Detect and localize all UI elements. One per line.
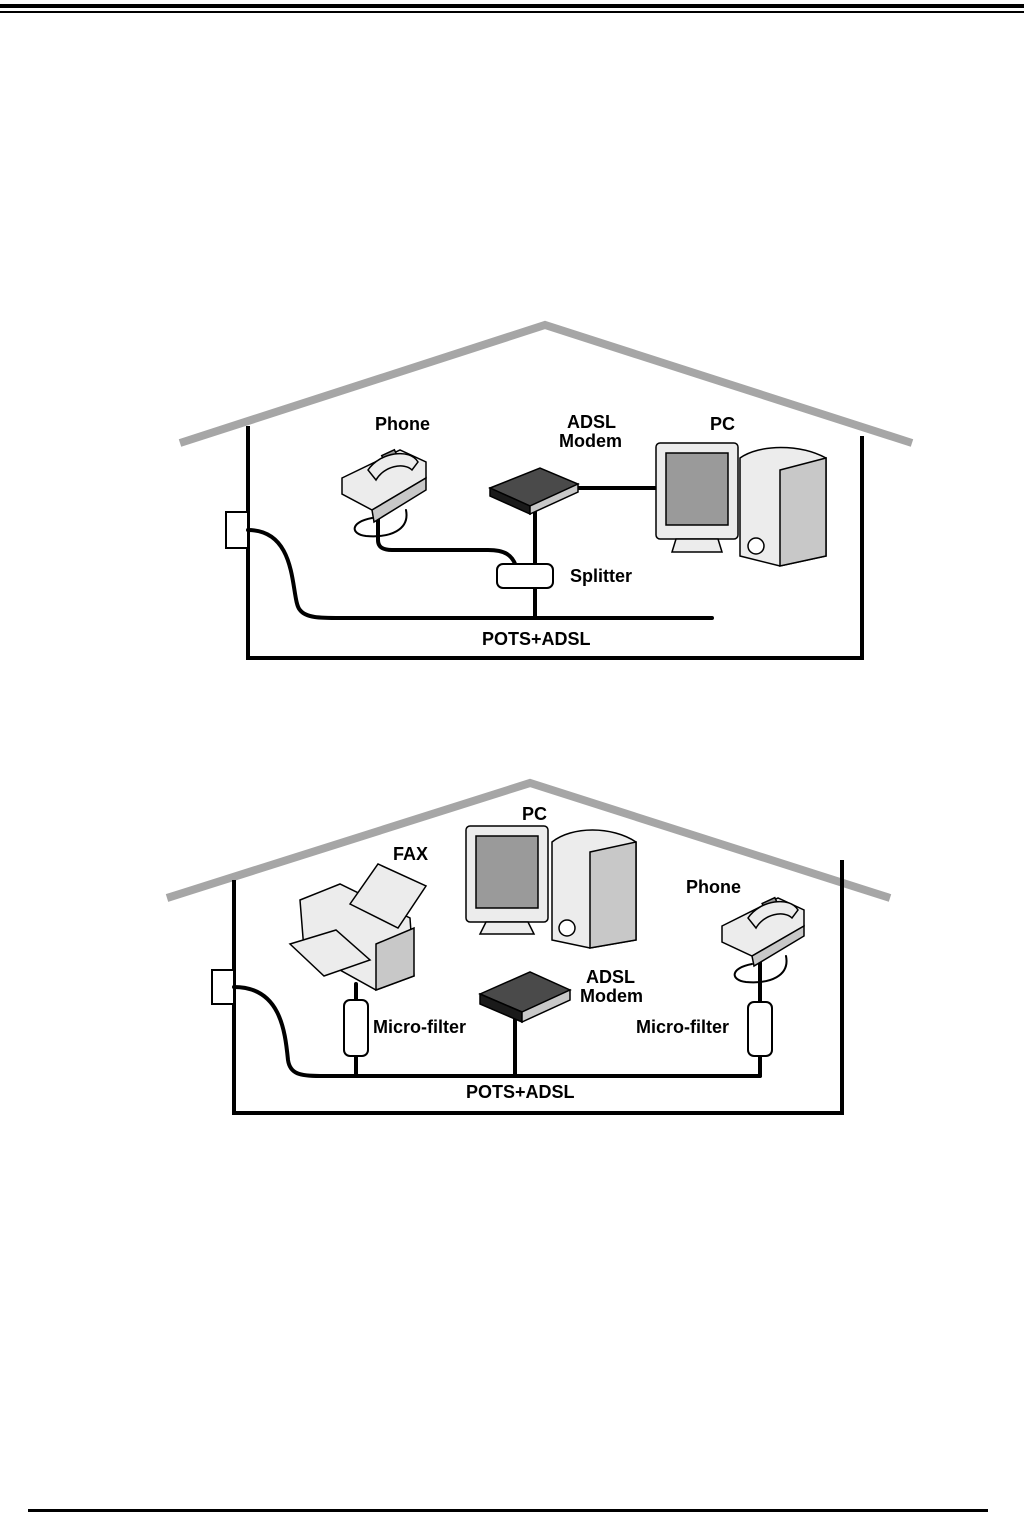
phone-icon	[722, 898, 804, 983]
diagram-splitter-setup: Phone ADSL Modem PC Splitter POTS+ADSL	[180, 325, 912, 658]
phone-icon	[342, 450, 426, 537]
footer-rule	[28, 1509, 988, 1512]
adsl-modem-icon	[480, 972, 570, 1022]
phone-splitter-wire	[378, 515, 516, 566]
label-adsl-modem-1: ADSL	[586, 967, 635, 987]
pc-icon	[466, 826, 636, 948]
label-fax: FAX	[393, 844, 428, 864]
label-adsl-modem-2: Modem	[580, 986, 643, 1006]
house-roof	[180, 325, 912, 443]
pots-adsl-line	[248, 530, 712, 618]
diagram-microfilter-setup: PC FAX Phone ADSL Modem Micro-filter Mic…	[167, 783, 890, 1113]
microfilter-right-box	[748, 1002, 772, 1056]
microfilter-left-box	[344, 1000, 368, 1056]
label-splitter: Splitter	[570, 566, 632, 586]
label-pc: PC	[710, 414, 735, 434]
adsl-modem-icon	[490, 468, 578, 514]
label-adsl-modem-2: Modem	[559, 431, 622, 451]
splitter-box	[497, 564, 553, 588]
label-pc: PC	[522, 804, 547, 824]
pc-icon	[656, 443, 826, 566]
label-phone: Phone	[686, 877, 741, 897]
label-pots-adsl: POTS+ADSL	[482, 629, 591, 649]
wall-jack	[212, 970, 234, 1004]
label-adsl-modem-1: ADSL	[567, 412, 616, 432]
label-phone: Phone	[375, 414, 430, 434]
label-microfilter-right: Micro-filter	[636, 1017, 729, 1037]
label-pots-adsl: POTS+ADSL	[466, 1082, 575, 1102]
fax-icon	[290, 864, 426, 990]
wall-jack	[226, 512, 248, 548]
label-microfilter-left: Micro-filter	[373, 1017, 466, 1037]
